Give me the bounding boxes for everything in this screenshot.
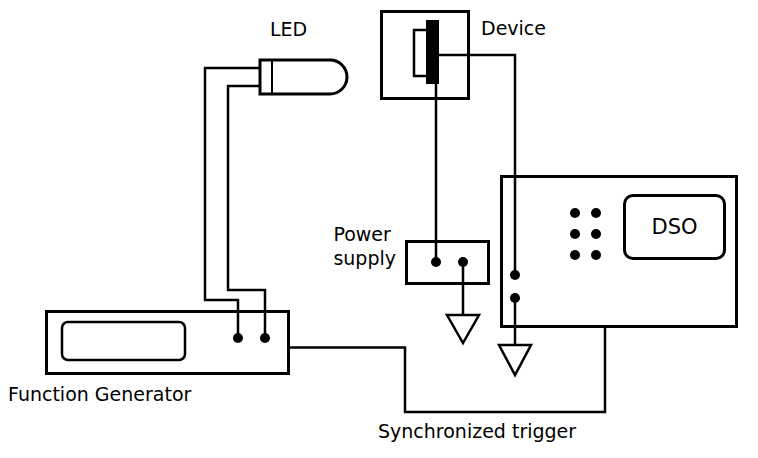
knob [591,250,601,260]
led-outline [258,58,350,96]
ground-wire [462,262,465,315]
instrument-label: LED [270,18,307,42]
wire [205,68,259,310]
led-symbol: LED [258,58,350,96]
knob [570,208,580,218]
function-generator-box: Function Generator [45,310,290,375]
instrument-label: Device [481,17,546,41]
detector-element [426,20,439,84]
detector-body [414,30,428,76]
led-body [260,60,347,94]
screen-label: DSO [623,194,726,260]
terminal [510,270,520,280]
oscilloscope-box: DSO [500,175,738,328]
knob [570,229,580,239]
knob [591,229,601,239]
knob [591,208,601,218]
wire [435,100,438,240]
ground-symbol [447,315,479,343]
terminal [260,333,270,343]
ground-symbol [499,345,531,375]
wire [514,175,517,275]
knob [570,250,580,260]
terminal [458,257,468,267]
terminal [510,293,520,303]
instrument-label: Power supply [333,223,396,271]
ground-wire [514,298,517,345]
terminal [233,333,243,343]
wire [228,86,265,310]
led-flange [271,60,273,94]
terminal [431,257,441,267]
signal-label: Synchronized trigger [376,420,578,443]
instrument-label: Function Generator [8,383,191,407]
wire [470,55,515,175]
device-box: Device [380,10,470,100]
wire [290,328,605,412]
wire [438,54,470,57]
power-supply-box: Power supply [405,240,490,285]
display-screen [62,322,185,360]
